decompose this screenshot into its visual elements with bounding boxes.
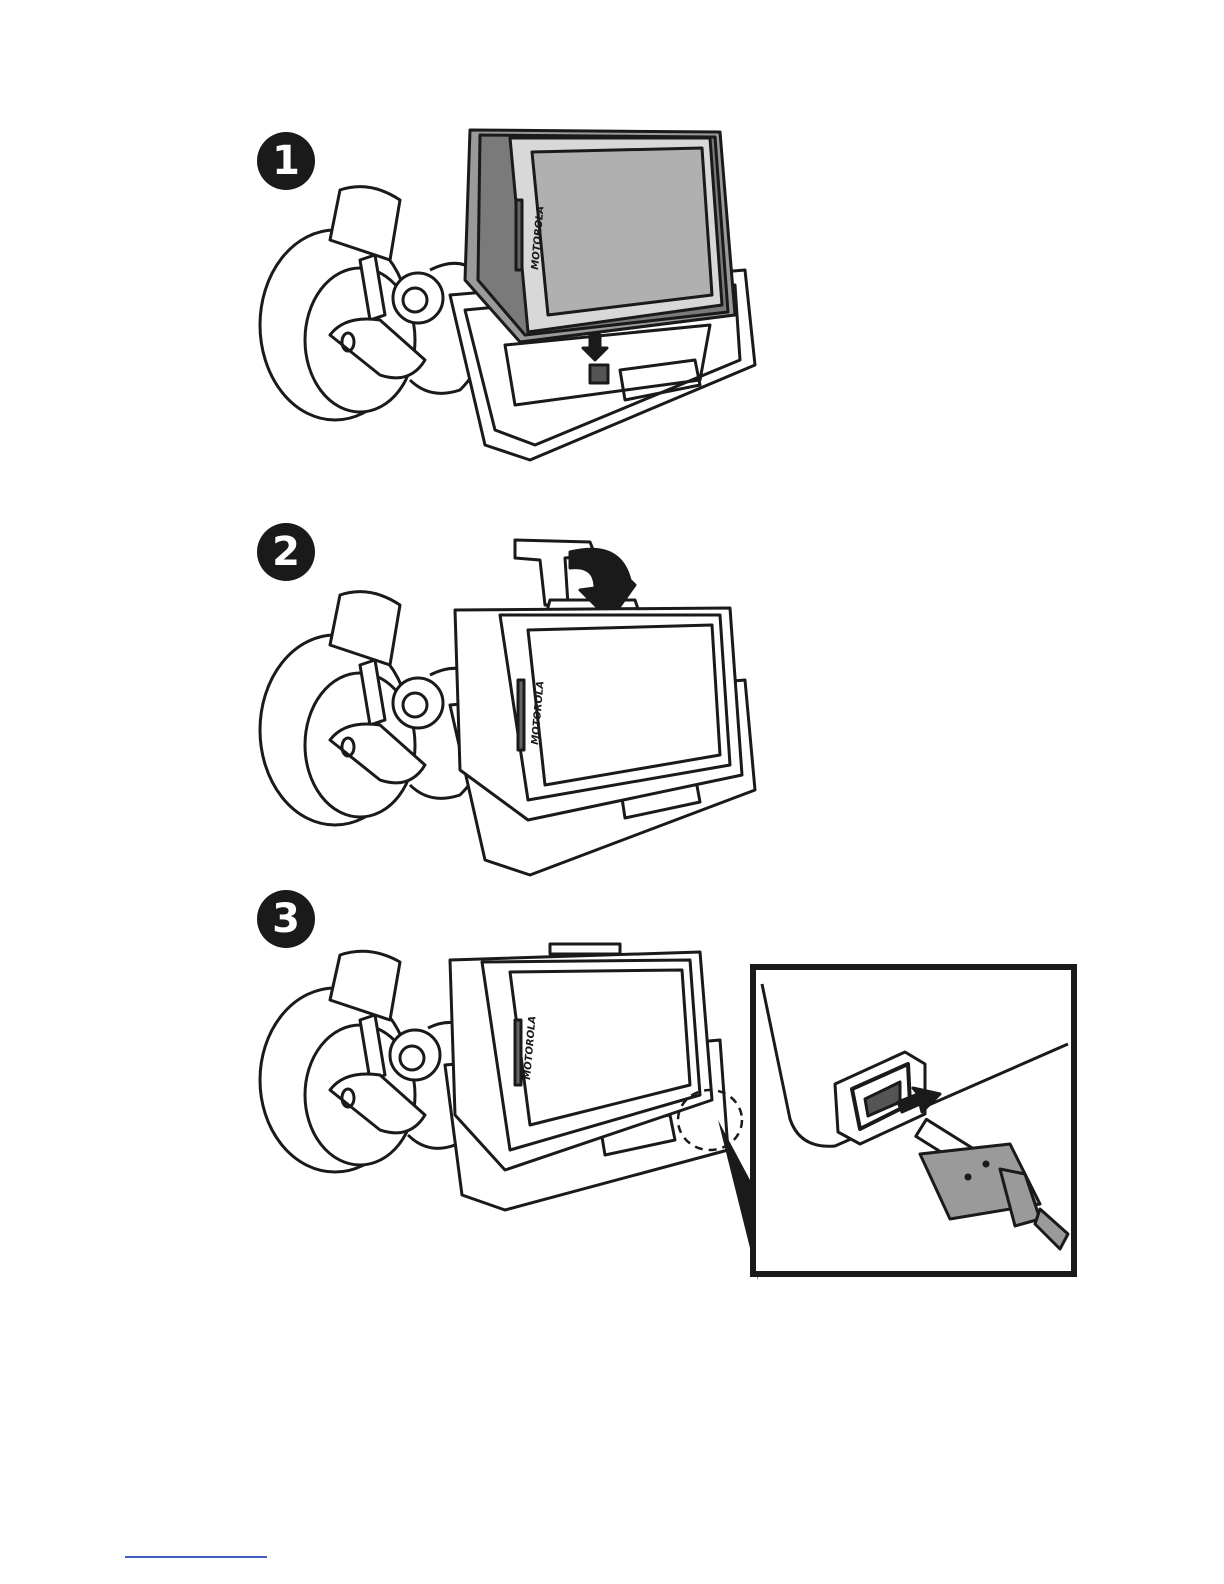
step-2-illustration: MOTOROLA bbox=[250, 530, 770, 880]
step-1-illustration: MOTOROLA bbox=[250, 120, 770, 470]
footer-rule bbox=[125, 1556, 267, 1558]
usb-inset-box bbox=[750, 964, 1077, 1277]
phone-icon: MOTOROLA bbox=[465, 130, 735, 342]
step-3-illustration: MOTOROLA bbox=[250, 940, 750, 1220]
